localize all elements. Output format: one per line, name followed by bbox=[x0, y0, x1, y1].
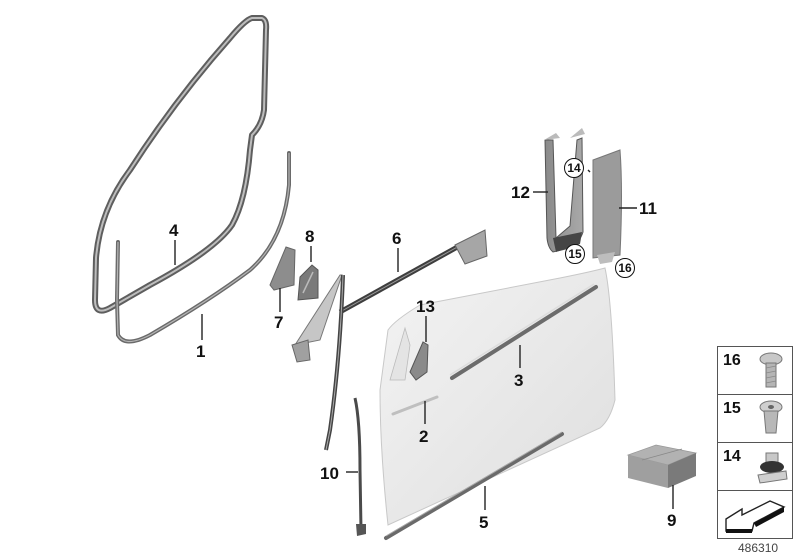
b-pillar-trim-frame bbox=[544, 128, 585, 253]
diagram-id: 486310 bbox=[738, 541, 779, 555]
leader-lines bbox=[174, 169, 674, 510]
door-frame-seal bbox=[92, 15, 270, 314]
callout-7: 7 bbox=[274, 313, 284, 332]
callout-13: 13 bbox=[416, 297, 435, 316]
mirror-triangle-insert bbox=[297, 264, 319, 301]
legend-num-16: 16 bbox=[723, 352, 741, 369]
fastener-legend: 16 15 14 bbox=[717, 346, 793, 539]
door-bottom-seal bbox=[384, 431, 564, 540]
callout-8: 8 bbox=[305, 227, 315, 246]
window-frame-upper-seal bbox=[291, 229, 488, 451]
callout-6: 6 bbox=[392, 229, 402, 248]
callout-3: 3 bbox=[514, 371, 524, 390]
legend-num-15: 15 bbox=[723, 400, 741, 417]
callout-4: 4 bbox=[169, 221, 179, 240]
callout-10: 10 bbox=[320, 464, 339, 483]
callout-5: 5 bbox=[479, 513, 489, 532]
window-channel-outer-seal bbox=[449, 283, 598, 380]
circled-callout-15: 15 bbox=[565, 244, 585, 264]
direction-arrow-icon bbox=[725, 500, 786, 533]
expanding-rivet-icon bbox=[759, 400, 783, 434]
callout-9: 9 bbox=[667, 511, 677, 530]
legend-item-16: 16 bbox=[718, 347, 792, 395]
mirror-triangle-cover bbox=[269, 246, 296, 291]
legend-item-direction bbox=[718, 491, 792, 538]
callout-12: 12 bbox=[511, 183, 530, 202]
door-trim-strip-lower bbox=[391, 395, 439, 416]
callout-2: 2 bbox=[419, 427, 429, 446]
callout-11: 11 bbox=[639, 199, 657, 218]
b-pillar-cover bbox=[592, 149, 622, 264]
circled-callout-14: 14 bbox=[564, 158, 584, 178]
nut-clip-icon bbox=[757, 452, 788, 484]
mirror-mount-bracket bbox=[409, 341, 429, 381]
callout-1: 1 bbox=[196, 342, 206, 361]
legend-item-14: 14 bbox=[718, 443, 792, 491]
torx-screw-icon bbox=[759, 352, 783, 388]
legend-num-14: 14 bbox=[723, 448, 741, 465]
door-shell bbox=[379, 267, 616, 526]
legend-item-15: 15 bbox=[718, 395, 792, 443]
circled-callout-16: 16 bbox=[615, 258, 635, 278]
sound-absorber-block bbox=[626, 444, 698, 488]
a-pillar-seal bbox=[353, 397, 366, 536]
door-seal-lower bbox=[114, 151, 291, 344]
